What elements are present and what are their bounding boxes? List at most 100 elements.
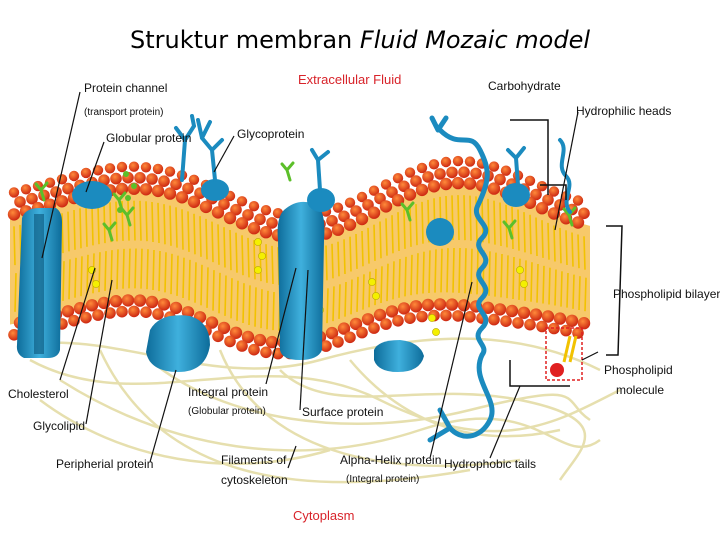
hydrophilic-head <box>541 310 555 323</box>
hydrophilic-head <box>224 335 236 348</box>
hydrophilic-head <box>493 303 507 316</box>
hydrophilic-head <box>373 308 387 322</box>
hydrophobic-tail <box>517 209 521 300</box>
page-title: Struktur membran Fluid Mozaic model <box>0 26 720 54</box>
phospholipid-molecule-label-1: Phospholipid <box>604 363 673 377</box>
hydrophilic-head <box>217 321 231 335</box>
hydrophobic-tail <box>217 224 221 314</box>
hydrophilic-head <box>530 188 542 201</box>
glycolipid-chain <box>102 221 117 242</box>
hydrophilic-head <box>109 295 123 308</box>
hydrophobic-tail <box>139 200 143 289</box>
hydrophilic-head <box>337 322 351 335</box>
hydrophilic-head <box>356 191 368 203</box>
hydrophilic-head <box>458 166 470 178</box>
hydrophilic-head <box>260 205 272 216</box>
hydrophobic-tail <box>415 204 419 295</box>
phospholipid-molecule <box>545 327 583 381</box>
hydrophobic-tail <box>199 216 203 306</box>
hydrophilic-head <box>163 187 177 200</box>
hydrophilic-head <box>560 324 572 337</box>
hydrophilic-head <box>578 207 590 220</box>
hydrophilic-head <box>577 317 591 330</box>
hydrophilic-head <box>62 182 74 195</box>
hydrophilic-head <box>470 167 482 180</box>
hydrophilic-head <box>50 186 62 198</box>
hydrophilic-head <box>464 156 476 167</box>
hydrophilic-head <box>416 162 428 174</box>
transport-protein-label: (transport protein) <box>84 107 163 118</box>
hydrophobic-tail <box>157 202 161 292</box>
hydrophilic-head <box>487 182 501 195</box>
hydrophilic-head <box>403 188 417 201</box>
filaments-label-2: cytoskeleton <box>221 473 288 487</box>
hydrophilic-head <box>121 294 135 307</box>
hydrophobic-tail <box>223 227 227 316</box>
hydrophilic-head <box>236 196 248 207</box>
hydrophilic-head <box>548 186 560 197</box>
carbohydrate-bead <box>123 171 129 177</box>
hydrophilic-head <box>571 216 585 229</box>
hydrophobic-tail <box>271 245 275 331</box>
hydrophobic-tail <box>355 233 359 312</box>
extracellular-fluid-label: Extracellular Fluid <box>298 72 401 87</box>
hydrophilic-head <box>56 174 68 185</box>
hydrophilic-head <box>325 326 339 340</box>
cholesterol-molecule <box>432 328 440 336</box>
hydrophilic-head <box>140 162 152 173</box>
hydrophobic-tail <box>547 222 551 305</box>
hydrophilic-head <box>572 195 584 206</box>
hydrophilic-head <box>565 314 579 327</box>
hydrophilic-head <box>368 185 380 196</box>
hydrophobic-tail <box>391 215 395 300</box>
hydrophilic-head <box>535 202 549 215</box>
carbohydrate-bead <box>131 183 137 189</box>
hydrophilic-head <box>398 180 410 193</box>
hydrophilic-head <box>92 309 104 321</box>
glycoprotein-label: Glycoprotein <box>237 127 304 141</box>
hydrophilic-head <box>248 343 260 356</box>
hydrophilic-head <box>68 170 80 182</box>
hydrophilic-head <box>338 210 350 223</box>
hydrophilic-head <box>392 315 404 327</box>
hydrophobic-tail <box>205 218 209 308</box>
hydrophilic-head <box>128 305 140 318</box>
hydrophilic-head <box>331 223 345 236</box>
hydrophilic-head <box>385 305 399 318</box>
glycoprotein-chains <box>174 114 526 192</box>
phospholipid-molecule-label-2: molecule <box>616 383 664 397</box>
glycolipid-chain <box>400 201 415 222</box>
hydrophilic-head <box>524 175 536 186</box>
hydrophilic-head <box>500 315 512 328</box>
cytoplasm-label: Cytoplasm <box>293 508 354 523</box>
hydrophilic-head <box>212 330 224 343</box>
hydrophilic-heads-label: Hydrophilic heads <box>576 104 671 118</box>
hydrophilic-head <box>344 197 356 208</box>
hydrophilic-head <box>524 318 536 331</box>
hydrophilic-head <box>7 208 21 221</box>
globular-protein-label: Globular protein <box>106 131 191 145</box>
hydrophilic-head <box>187 195 201 208</box>
hydrophobic-tail <box>145 201 149 290</box>
surface-protein <box>374 340 424 372</box>
hydrophilic-head <box>332 202 344 213</box>
hydrophilic-head <box>116 305 128 318</box>
hydrophilic-head <box>151 184 165 198</box>
hydrophilic-head <box>146 173 158 185</box>
hydrophilic-head <box>104 163 116 174</box>
hydrophilic-head <box>380 179 392 190</box>
hydrophilic-head <box>85 299 99 312</box>
hydrophilic-head <box>464 311 476 323</box>
hydrophilic-head <box>26 192 38 205</box>
integral-protein-sublabel: (Globular protein) <box>188 406 266 417</box>
hydrophilic-head <box>410 175 422 187</box>
hydrophilic-head <box>428 159 440 170</box>
hydrophilic-head <box>92 165 104 176</box>
hydrophilic-head <box>481 301 495 314</box>
hydrophobic-tail <box>85 206 89 295</box>
hydrophilic-head <box>169 301 183 315</box>
carbohydrate-label: Carbohydrate <box>488 79 561 93</box>
hydrophilic-head <box>416 310 428 323</box>
hydrophilic-head <box>181 306 195 319</box>
hydrophilic-head <box>445 298 459 311</box>
